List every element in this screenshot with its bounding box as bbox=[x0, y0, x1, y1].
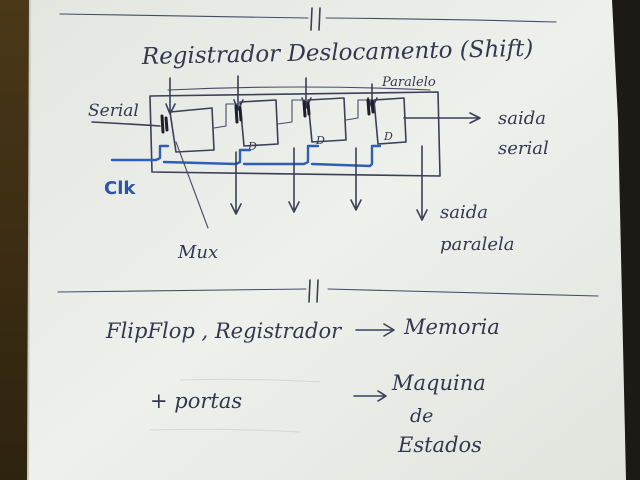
saida-paralela-label-1: saida bbox=[440, 202, 488, 223]
arrow-to-memoria bbox=[355, 323, 395, 337]
arrow-to-maquina bbox=[353, 390, 387, 402]
mux-label: Mux bbox=[177, 242, 218, 263]
ff4-clock-mark: D bbox=[383, 130, 393, 143]
serial-input-line bbox=[91, 121, 161, 127]
mux-pointer-line bbox=[175, 141, 209, 229]
mux-2-mark bbox=[234, 104, 243, 124]
top-divider-mark bbox=[310, 7, 321, 31]
paralelo-top-label: Paralelo bbox=[381, 75, 436, 90]
serial-output-arrow bbox=[403, 112, 481, 124]
de-text: de bbox=[410, 405, 433, 427]
portas-text: + portas bbox=[150, 389, 242, 413]
register-outer-box bbox=[149, 91, 441, 177]
parallel-out-arrow-3 bbox=[350, 147, 362, 211]
flipflop-registrador-text: FlipFlop , Registrador bbox=[105, 319, 343, 343]
flipflop-3 bbox=[307, 97, 347, 143]
memoria-text: Memoria bbox=[403, 315, 500, 339]
mux-3-mark bbox=[302, 100, 311, 118]
ff2-clock-mark: D bbox=[247, 140, 257, 153]
serial-input-label: Serial bbox=[88, 101, 139, 121]
parallel-in-arrow-2 bbox=[233, 75, 244, 111]
paper-show-through bbox=[149, 378, 321, 433]
flipflop-2 bbox=[239, 99, 279, 147]
parallel-out-arrow-4 bbox=[416, 145, 428, 221]
flipflop-4 bbox=[373, 97, 407, 145]
saida-serial-label-2: serial bbox=[498, 138, 549, 159]
paper-sheet bbox=[28, 0, 626, 480]
flipflop-1 bbox=[169, 107, 215, 153]
parallel-out-arrow-2 bbox=[288, 147, 300, 213]
middle-divider-mark bbox=[308, 279, 319, 303]
clk-label: Clk bbox=[104, 178, 136, 199]
maquina-text: Maquina bbox=[391, 371, 486, 395]
saida-serial-label-1: saida bbox=[498, 108, 546, 129]
estados-text: Estados bbox=[397, 433, 482, 457]
mux-1-mark bbox=[160, 114, 169, 134]
top-divider bbox=[59, 13, 557, 23]
ff3-to-ff4 bbox=[345, 99, 373, 121]
ff3-clock-mark: D bbox=[315, 134, 325, 147]
register-inner-top bbox=[167, 86, 431, 91]
ff2-to-ff3 bbox=[277, 99, 307, 125]
mux-4-mark bbox=[366, 98, 375, 116]
parallel-out-arrow-1 bbox=[230, 151, 242, 215]
ff1-to-ff2 bbox=[213, 103, 239, 129]
saida-paralela-label-2: paralela bbox=[440, 234, 515, 255]
paper-left-edge bbox=[27, 0, 31, 480]
middle-divider bbox=[57, 288, 599, 297]
clock-line bbox=[110, 144, 382, 168]
